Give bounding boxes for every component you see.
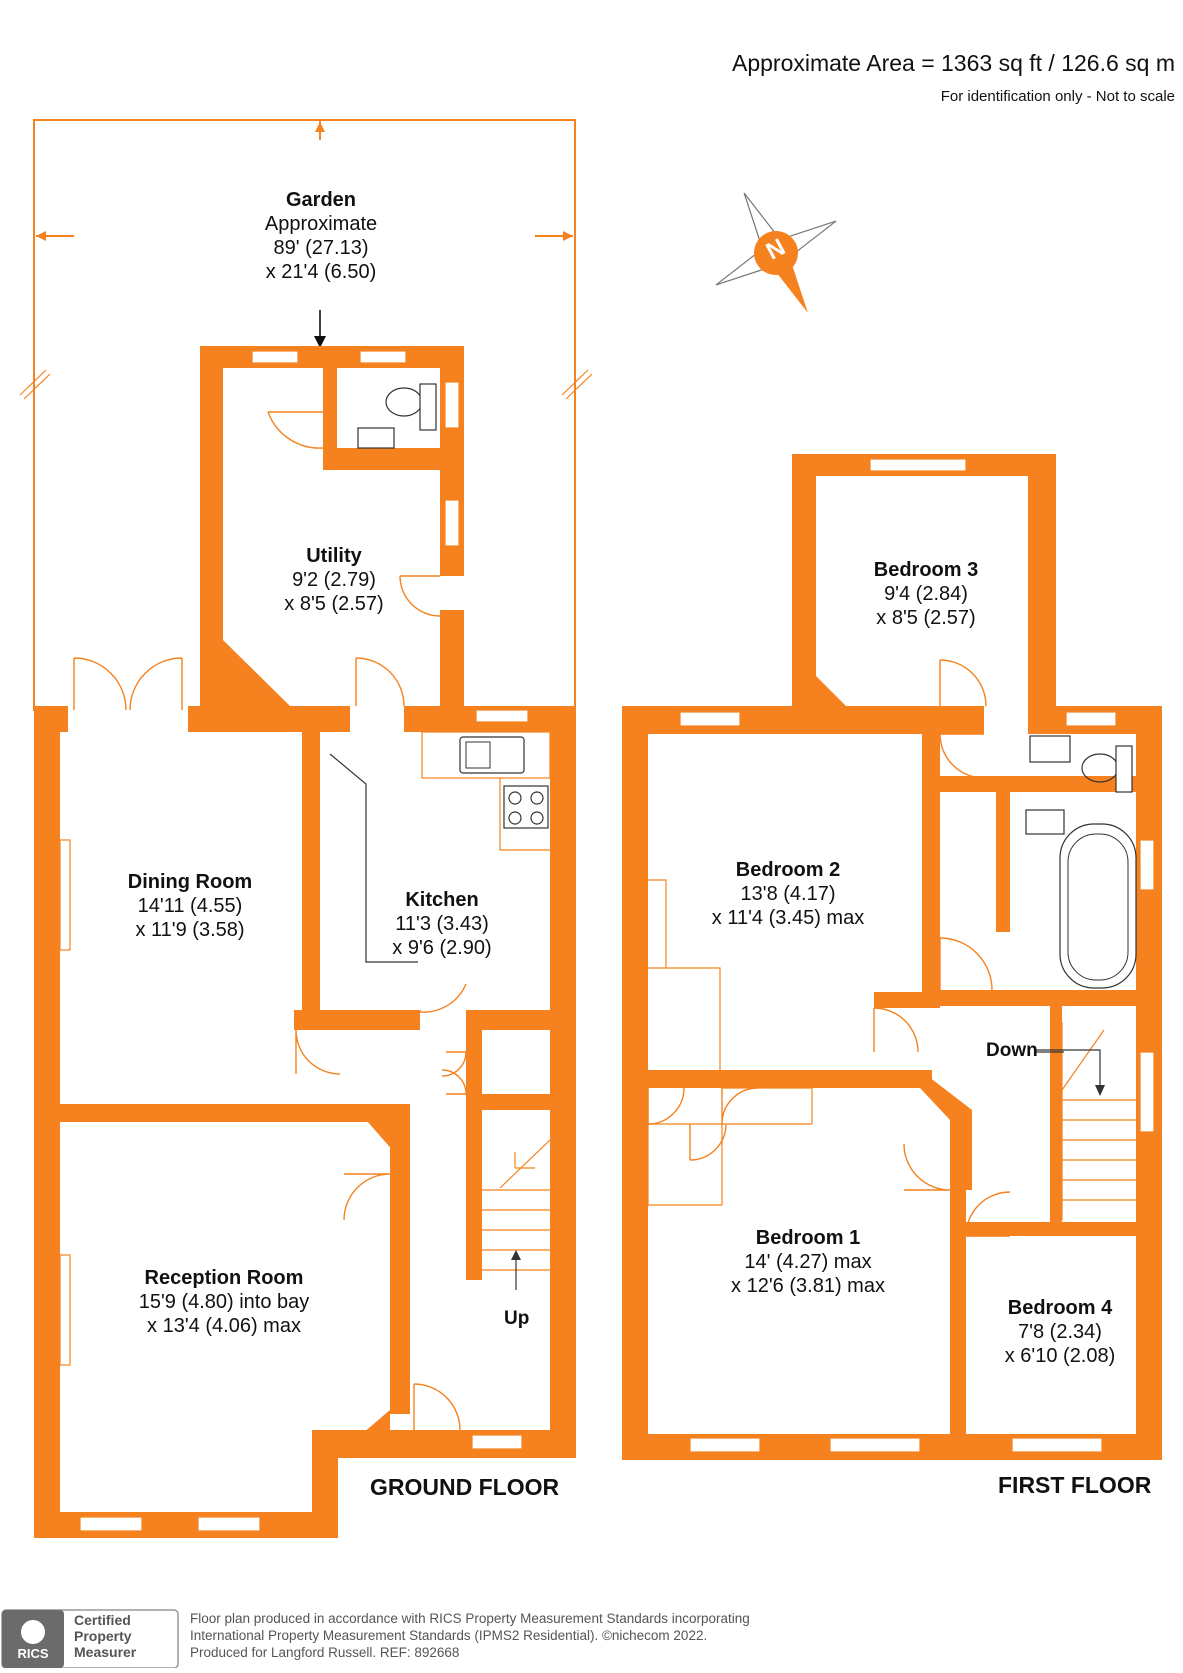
room-dim: 14' (4.27) max <box>744 1251 872 1273</box>
room-dim: 7'8 (2.34) <box>1018 1321 1102 1343</box>
rics-wordmark: RICS <box>17 1646 49 1661</box>
room-dim: x 11'4 (3.45) max <box>711 907 865 929</box>
footer-line: Produced for Langford Russell. REF: 8926… <box>190 1645 460 1660</box>
room-dim: 89' (27.13) <box>273 237 369 259</box>
first-floor-windows <box>679 458 1155 1453</box>
rics-logo <box>1 1609 179 1669</box>
room-name: Bedroom 1 <box>755 1227 861 1249</box>
room-name: Bedroom 2 <box>735 859 841 881</box>
room-dim: x 8'5 (2.57) <box>284 593 384 615</box>
room-label-bedroom1: Bedroom 1 14' (4.27) max x 12'6 (3.81) m… <box>731 1226 885 1298</box>
stairs-down-label: Down <box>986 1040 1038 1061</box>
kitchen-fittings <box>329 731 551 963</box>
room-name: Bedroom 3 <box>873 559 979 581</box>
first-floor-lines <box>647 879 1136 1220</box>
ground-floor-doors <box>73 411 467 1431</box>
room-label-utility: Utility 9'2 (2.79) x 8'5 (2.57) <box>284 544 383 616</box>
footer-text: Floor plan produced in accordance with R… <box>190 1610 750 1661</box>
room-label-garden: Garden Approximate 89' (27.13) x 21'4 (6… <box>265 188 377 284</box>
room-name: Reception Room <box>144 1267 304 1289</box>
room-dim: 9'4 (2.84) <box>884 583 968 605</box>
room-label-bedroom2: Bedroom 2 13'8 (4.17) x 11'4 (3.45) max <box>712 858 864 930</box>
room-label-reception: Reception Room 15'9 (4.80) into bay x 13… <box>139 1266 310 1338</box>
bathroom-fittings <box>1025 735 1137 989</box>
ground-floor-label: GROUND FLOOR <box>370 1474 560 1500</box>
room-dim: 11'3 (3.43) <box>395 913 489 935</box>
room-dim: x 9'6 (2.90) <box>392 937 492 959</box>
ground-floor-windows <box>59 350 529 1532</box>
room-name: Kitchen <box>405 889 479 911</box>
room-dim: 15'9 (4.80) into bay <box>138 1291 310 1313</box>
compass-rose <box>715 192 837 314</box>
room-dim: x 13'4 (4.06) max <box>147 1315 301 1337</box>
room-name: Dining Room <box>127 871 253 893</box>
footer-line: International Property Measurement Stand… <box>190 1628 708 1643</box>
down-leader-line <box>1040 1051 1064 1053</box>
room-label-dining: Dining Room 14'11 (4.55) x 11'9 (3.58) <box>128 870 252 942</box>
ground-stairs <box>482 1139 551 1290</box>
ground-floor-walls <box>34 346 576 1538</box>
room-dim: 13'8 (4.17) <box>740 883 836 905</box>
approximate-area: Approximate Area = 1363 sq ft / 126.6 sq… <box>731 50 1175 76</box>
room-dim: x 21'4 (6.50) <box>265 261 377 283</box>
room-dim: x 6'10 (2.08) <box>1004 1345 1116 1367</box>
stairs-up-label: Up <box>504 1308 530 1329</box>
footer-line: Floor plan produced in accordance with R… <box>190 1611 750 1626</box>
room-name: Utility <box>306 545 362 567</box>
room-label-kitchen: Kitchen 11'3 (3.43) x 9'6 (2.90) <box>392 888 491 960</box>
room-dim: 9'2 (2.79) <box>292 569 376 591</box>
room-dim: Approximate <box>264 213 378 235</box>
room-dim: x 11'9 (3.58) <box>135 919 245 941</box>
badge-line: Measurer <box>74 1644 137 1660</box>
rics-badge: RICS Certified Property Measurer <box>0 1608 180 1669</box>
room-dim: 14'11 (4.55) <box>137 895 243 917</box>
room-dim: x 8'5 (2.57) <box>876 607 976 629</box>
certified-text: Certified Property Measurer <box>74 1612 136 1660</box>
room-name: Bedroom 4 <box>1007 1297 1113 1319</box>
utility-fittings <box>357 383 437 449</box>
room-name: Garden <box>285 189 357 211</box>
disclaimer: For identification only - Not to scale <box>940 88 1175 105</box>
room-dim: x 12'6 (3.81) max <box>731 1275 885 1297</box>
badge-line: Certified <box>74 1612 131 1628</box>
badge-line: Property <box>74 1628 132 1644</box>
room-label-bedroom4: Bedroom 4 7'8 (2.34) x 6'10 (2.08) <box>1005 1296 1116 1368</box>
room-label-bedroom3: Bedroom 3 9'4 (2.84) x 8'5 (2.57) <box>874 558 978 630</box>
first-floor-label: FIRST FLOOR <box>998 1472 1152 1498</box>
